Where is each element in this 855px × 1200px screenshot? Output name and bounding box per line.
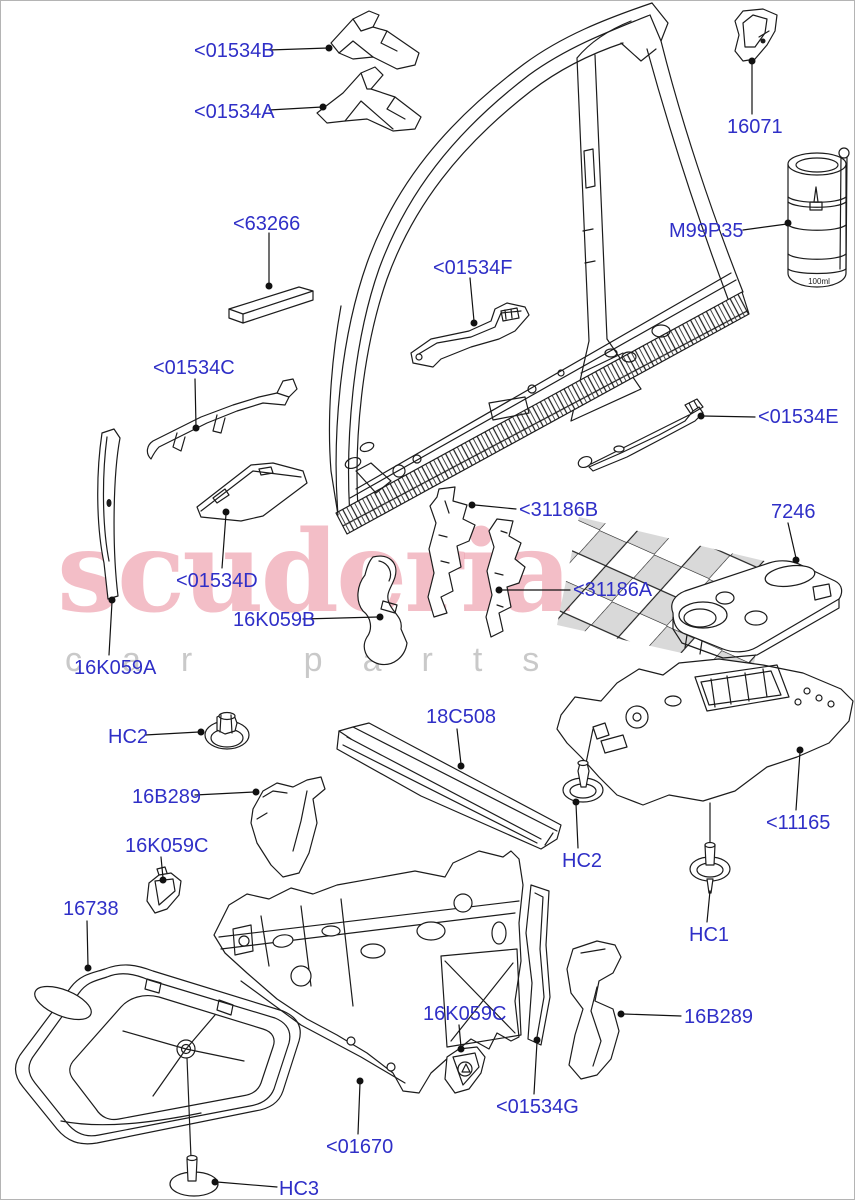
- part-bracket-16K059C-2: [444, 1046, 486, 1094]
- part-label-01534B[interactable]: <01534B: [194, 40, 275, 62]
- part-label-31186A[interactable]: <31186A: [573, 579, 653, 601]
- part-label-01534D[interactable]: <01534D: [176, 570, 258, 592]
- part-label-HC2-1[interactable]: HC2: [108, 726, 149, 748]
- part-insulator-31186B: [427, 486, 476, 618]
- part-bracket-16K059C-1: [146, 866, 182, 914]
- part-label-M99P35[interactable]: M99P35: [669, 220, 744, 242]
- part-cowl-panel-18C508: [336, 722, 562, 850]
- part-label-01534C[interactable]: <01534C: [153, 357, 235, 379]
- part-label-16K059B[interactable]: 16K059B: [233, 609, 316, 631]
- part-grommet-HC2-1: [204, 711, 250, 750]
- part-label-01534A[interactable]: <01534A: [194, 101, 275, 123]
- part-label-16B289-2[interactable]: 16B289: [684, 1006, 753, 1028]
- part-label-01670[interactable]: <01670: [326, 1136, 394, 1158]
- part-insulator-16K059B: [357, 555, 408, 666]
- part-label-01534E[interactable]: <01534E: [758, 406, 839, 428]
- part-insulator-16B289-2: [566, 940, 622, 1080]
- part-label-HC3[interactable]: HC3: [279, 1178, 320, 1200]
- part-fastener-HC3: [169, 1154, 219, 1197]
- part-hood-insulator-16738: [14, 964, 301, 1159]
- part-insulator-31186A: [485, 518, 526, 638]
- part-insulator-16K059A: [97, 428, 121, 600]
- leader-lines: [84, 44, 804, 1188]
- part-fastener-HC1: [689, 841, 731, 894]
- part-fastener-HC2-2: [562, 759, 604, 803]
- watermark-subtitle: car parts: [65, 641, 580, 679]
- part-dash-panel-01670: [213, 850, 524, 1094]
- leader-dots: [84, 44, 804, 1186]
- part-label-63266[interactable]: <63266: [233, 213, 301, 235]
- part-label-7246[interactable]: 7246: [771, 501, 816, 523]
- part-insulator-01534E: [577, 398, 704, 472]
- part-insulator-16B289-1: [250, 776, 326, 878]
- part-insulator-63266: [228, 286, 314, 324]
- part-label-16B289-1[interactable]: 16B289: [132, 786, 201, 808]
- part-insulator-01534F: [410, 302, 530, 368]
- part-plate-7246: [671, 560, 843, 659]
- part-insulator-01534C: [146, 378, 298, 460]
- can-volume-text: 100ml: [808, 277, 830, 286]
- watermark-brand: scuderia: [57, 507, 572, 638]
- part-label-HC1[interactable]: HC1: [689, 924, 730, 946]
- part-label-16K059C-2[interactable]: 16K059C: [423, 1003, 507, 1025]
- part-insulator-01534A: [316, 66, 422, 132]
- part-label-01534F[interactable]: <01534F: [433, 257, 513, 279]
- part-insulator-01534G: [525, 884, 551, 1046]
- part-label-16K059C-1[interactable]: 16K059C: [125, 835, 209, 857]
- part-label-11165[interactable]: <11165: [766, 812, 831, 834]
- part-body-side-frame: [328, 2, 750, 535]
- part-label-16K059A[interactable]: 16K059A: [74, 657, 157, 679]
- part-label-16738[interactable]: 16738: [63, 898, 119, 920]
- part-label-16071[interactable]: 16071: [727, 116, 783, 138]
- part-label-18C508[interactable]: 18C508: [426, 706, 497, 728]
- part-insulator-01534B: [330, 10, 420, 70]
- part-bracket-16071: [734, 8, 778, 62]
- part-spray-can-m99p35: 100ml: [787, 147, 850, 288]
- part-label-01534G[interactable]: <01534G: [496, 1096, 579, 1118]
- part-label-31186B[interactable]: <31186B: [519, 499, 599, 521]
- part-heat-shield-11165: [556, 658, 854, 844]
- part-label-HC2-2[interactable]: HC2: [562, 850, 603, 872]
- part-insulator-01534D: [196, 462, 308, 522]
